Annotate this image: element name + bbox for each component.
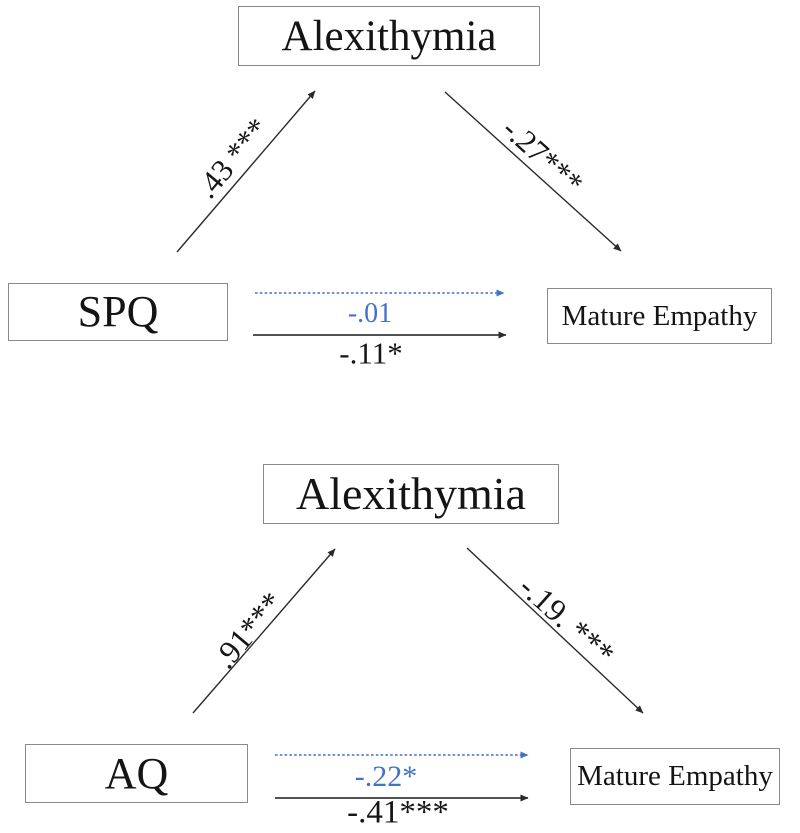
mediator-box-alexithymia-top: Alexithymia <box>238 6 540 66</box>
indirect-effect-coefficient-bottom: -.22* <box>354 760 418 793</box>
direct-effect-coefficient-top: -.11* <box>339 335 403 371</box>
arrow-spq-to-alexithymia <box>176 90 316 253</box>
predictor-box-aq: AQ <box>25 744 248 803</box>
outcome-box-mature-empathy-bottom: Mature Empathy <box>570 748 780 805</box>
direct-effect-coefficient-bottom: -.41*** <box>347 794 449 831</box>
indirect-effect-coefficient-top: -.01 <box>347 298 393 329</box>
arrow-aq-to-alexithymia <box>192 548 336 714</box>
mediator-box-alexithymia-bottom: Alexithymia <box>263 464 559 524</box>
predictor-box-spq: SPQ <box>8 283 228 341</box>
outcome-box-mature-empathy-top: Mature Empathy <box>547 288 772 344</box>
arrow-alexithymia-to-mature-empathy-bottom <box>466 547 644 714</box>
arrow-alexithymia-to-mature-empathy-top <box>444 91 622 252</box>
